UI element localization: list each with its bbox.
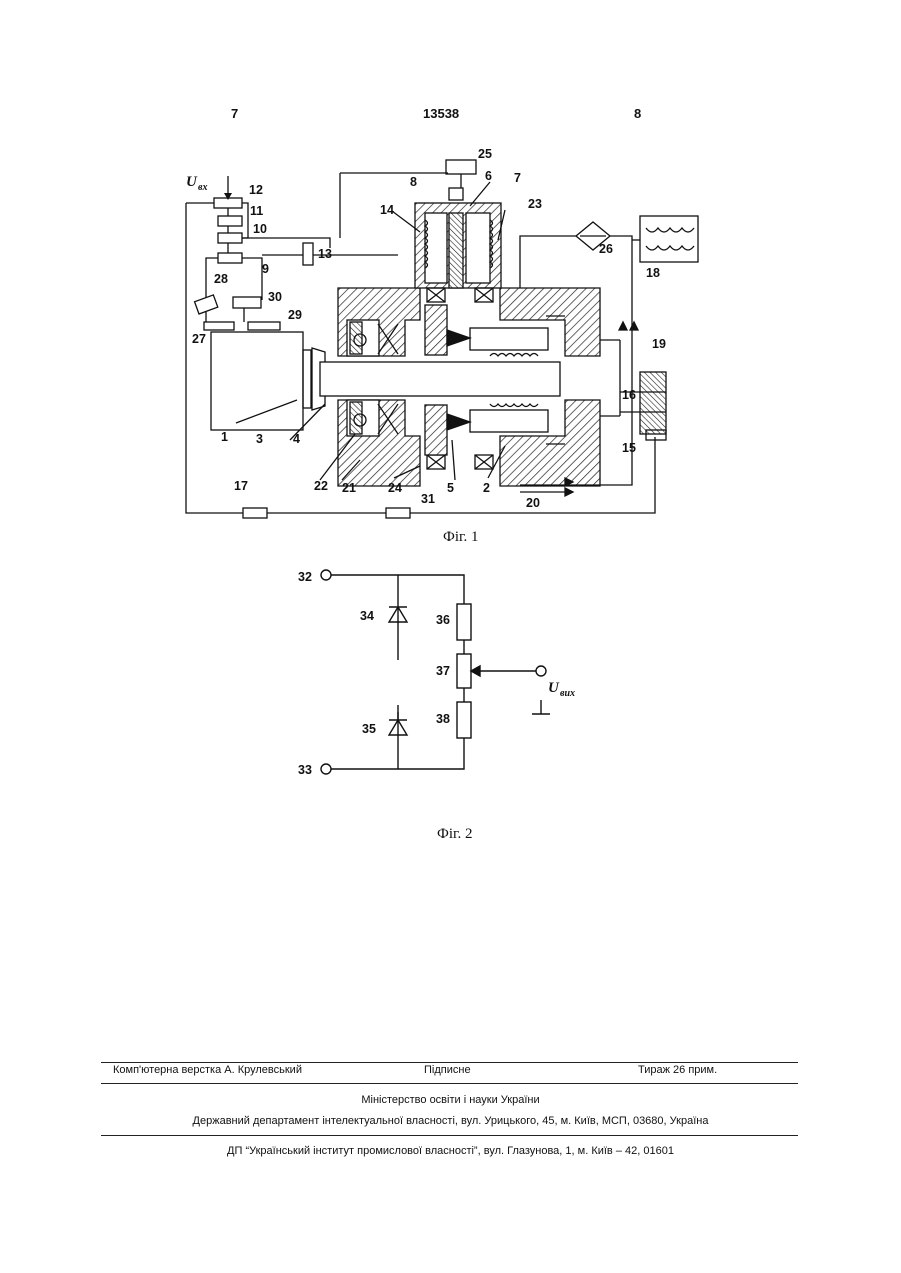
input-arrow-head bbox=[224, 193, 232, 200]
label-16: 16 bbox=[622, 388, 636, 402]
figure-1-caption: Фіг. 1 bbox=[443, 529, 478, 545]
diode-35 bbox=[389, 712, 407, 742]
label-26: 26 bbox=[599, 242, 613, 256]
figure-2-labels: 32 33 34 35 36 37 38 U вих bbox=[298, 570, 575, 777]
label-27: 27 bbox=[192, 332, 206, 346]
label-36: 36 bbox=[436, 613, 450, 627]
housing-lower-right bbox=[500, 400, 600, 486]
label-31: 31 bbox=[421, 492, 435, 506]
block-9 bbox=[218, 253, 242, 263]
footer-rule-bottom bbox=[101, 1135, 798, 1136]
block-18 bbox=[640, 216, 698, 262]
block-13 bbox=[303, 243, 313, 265]
terminal-33 bbox=[321, 764, 331, 774]
block-31 bbox=[386, 508, 410, 518]
label-22: 22 bbox=[314, 479, 328, 493]
label-6: 6 bbox=[485, 169, 492, 183]
label-4: 4 bbox=[293, 432, 300, 446]
resistor-36 bbox=[457, 604, 471, 640]
label-19: 19 bbox=[652, 337, 666, 351]
output-voltage-subscript: вих bbox=[560, 688, 575, 699]
label-1: 1 bbox=[221, 430, 228, 444]
label-29: 29 bbox=[288, 308, 302, 322]
label-30: 30 bbox=[268, 290, 282, 304]
label-15: 15 bbox=[622, 441, 636, 455]
block-28 bbox=[195, 295, 218, 314]
label-34: 34 bbox=[360, 609, 374, 623]
label-8: 8 bbox=[410, 175, 417, 189]
footer-rule-middle bbox=[101, 1083, 798, 1084]
block-29 bbox=[248, 322, 280, 330]
nozzle-upper bbox=[425, 305, 447, 355]
label-2: 2 bbox=[483, 481, 490, 495]
footer-ministry: Міністерство освіти і науки України bbox=[0, 1094, 901, 1106]
label-38: 38 bbox=[436, 712, 450, 726]
label-21: 21 bbox=[342, 481, 356, 495]
coupling-3 bbox=[303, 350, 311, 408]
label-23: 23 bbox=[528, 197, 542, 211]
label-24: 24 bbox=[388, 481, 402, 495]
diode-34 bbox=[389, 600, 407, 636]
block-30 bbox=[233, 297, 261, 308]
footer-signed: Підписне bbox=[424, 1064, 471, 1076]
nozzle-lower bbox=[425, 405, 447, 455]
label-7: 7 bbox=[514, 171, 521, 185]
footer-department: Державний департамент інтелектуальної вл… bbox=[0, 1115, 901, 1127]
block-27 bbox=[204, 322, 234, 330]
label-11: 11 bbox=[250, 204, 263, 218]
label-14: 14 bbox=[380, 203, 394, 217]
label-3: 3 bbox=[256, 432, 263, 446]
label-37: 37 bbox=[436, 664, 450, 678]
block-17 bbox=[243, 508, 267, 518]
block-25 bbox=[446, 160, 476, 174]
label-20: 20 bbox=[526, 496, 540, 510]
sensor-25-mount bbox=[449, 188, 463, 200]
resistor-37 bbox=[457, 654, 471, 688]
block-11 bbox=[218, 216, 242, 226]
footer-circulation: Тираж 26 прим. bbox=[638, 1064, 717, 1076]
output-ground bbox=[532, 700, 550, 714]
flowmeter-16 bbox=[640, 372, 666, 434]
label-17: 17 bbox=[234, 479, 248, 493]
label-18: 18 bbox=[646, 266, 660, 280]
label-25: 25 bbox=[478, 147, 492, 161]
input-voltage-label: U bbox=[186, 174, 198, 190]
resistor-38 bbox=[457, 702, 471, 738]
terminal-32 bbox=[321, 570, 331, 580]
output-voltage-label: U bbox=[548, 680, 560, 696]
label-28: 28 bbox=[214, 272, 228, 286]
label-12: 12 bbox=[249, 183, 263, 197]
label-9: 9 bbox=[262, 262, 269, 276]
output-terminal-top bbox=[536, 666, 546, 676]
label-10: 10 bbox=[253, 222, 267, 236]
housing-upper-right bbox=[500, 288, 600, 356]
block-10 bbox=[218, 233, 242, 243]
shaft bbox=[320, 362, 560, 396]
footer-institute: ДП “Український інститут промислової вла… bbox=[0, 1145, 901, 1157]
label-5: 5 bbox=[447, 481, 454, 495]
label-33: 33 bbox=[298, 763, 312, 777]
input-voltage-subscript: вх bbox=[198, 182, 207, 193]
footer-rule-top bbox=[101, 1062, 798, 1063]
label-32: 32 bbox=[298, 570, 312, 584]
figure-2-caption: Фіг. 2 bbox=[437, 826, 472, 842]
footer-typesetter: Комп'ютерна верстка А. Крулевський bbox=[113, 1064, 302, 1076]
label-13: 13 bbox=[318, 247, 332, 261]
label-35: 35 bbox=[362, 722, 376, 736]
